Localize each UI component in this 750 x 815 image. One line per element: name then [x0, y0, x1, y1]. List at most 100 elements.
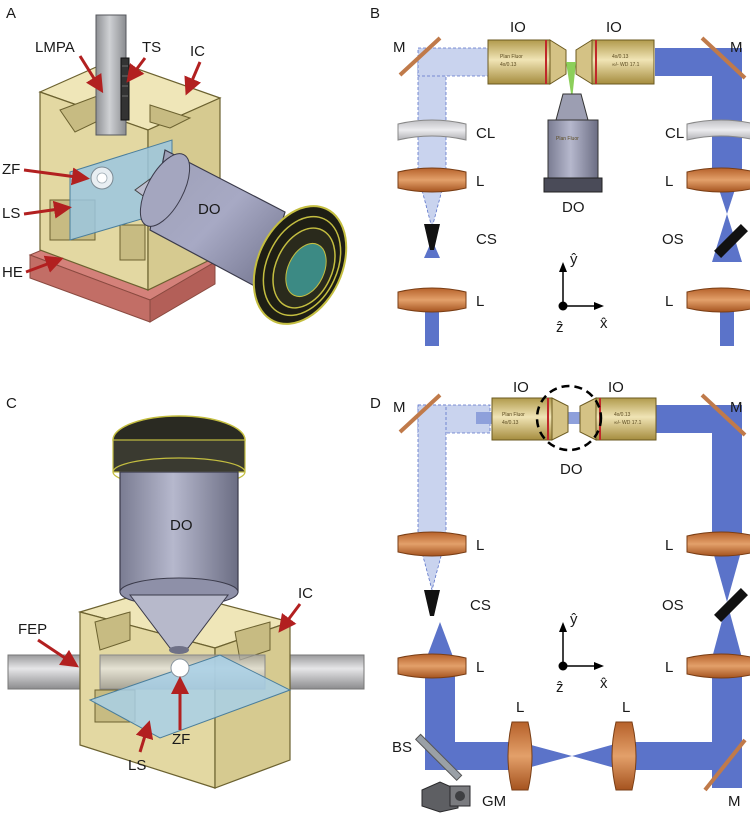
label-cl-right-b: CL	[665, 125, 684, 142]
label-io-left-d: IO	[513, 379, 529, 396]
label-l-right-bot-b: L	[665, 293, 673, 310]
cylindrical-lens-right-b	[686, 119, 750, 141]
closed-shutter-b	[424, 224, 440, 250]
svg-text:ŷ: ŷ	[570, 251, 578, 268]
label-bs: BS	[392, 739, 412, 756]
svg-text:x̂: x̂	[600, 675, 608, 692]
illumination-objective-right-d: 4x/0.13 ∞/- WD 17.1	[579, 397, 657, 441]
label-do-b: DO	[562, 199, 585, 216]
label-zf-c: ZF	[172, 731, 190, 748]
detection-path-b	[417, 47, 491, 346]
label-do-d: DO	[560, 461, 583, 478]
closed-shutter-d	[424, 590, 440, 616]
label-l-right-top-d: L	[665, 537, 673, 554]
svg-text:4x/0.13: 4x/0.13	[614, 412, 631, 418]
label-l-left-top-d: L	[476, 537, 484, 554]
label-ts: TS	[142, 39, 161, 56]
lens-bottom-right-d	[611, 721, 637, 791]
lens-bottom-left-d	[507, 721, 533, 791]
label-cl-left-b: CL	[476, 125, 495, 142]
open-shutter-d	[714, 588, 748, 622]
label-m-right-d: M	[730, 399, 743, 416]
lens-right-mid-d	[686, 653, 750, 679]
detection-objective-c	[112, 415, 246, 654]
svg-text:ẑ: ẑ	[556, 319, 564, 336]
panel-d-letter: D	[370, 395, 381, 412]
svg-text:ẑ: ẑ	[556, 679, 564, 696]
svg-text:Plan Fluor: Plan Fluor	[556, 136, 579, 142]
detection-objective-circle-d	[535, 384, 603, 452]
label-m-left-b: M	[393, 39, 406, 56]
detection-objective-b: Plan Fluor	[543, 93, 603, 193]
svg-text:Plan Fluor: Plan Fluor	[502, 412, 525, 418]
svg-text:Plan Fluor: Plan Fluor	[500, 54, 523, 60]
svg-text:x̂: x̂	[600, 315, 608, 332]
label-l-bot-left-d: L	[516, 699, 524, 716]
label-m-right-b: M	[730, 39, 743, 56]
label-fep: FEP	[18, 621, 47, 638]
mirror-right-d	[700, 393, 747, 437]
open-shutter-b	[714, 224, 748, 258]
mirror-right-b	[700, 36, 747, 80]
label-ic-c: IC	[298, 585, 313, 602]
mirror-bottom-d	[703, 738, 747, 792]
zebrafish-sample-c	[170, 658, 190, 678]
mirror-left-b	[398, 36, 442, 77]
svg-text:4x/0.13: 4x/0.13	[612, 54, 629, 60]
cylindrical-lens-left-b	[397, 119, 467, 141]
label-m-left-d: M	[393, 399, 406, 416]
panel-a-letter: A	[6, 5, 16, 22]
svg-text:4x/0.13: 4x/0.13	[502, 420, 519, 426]
svg-text:∞/- WD 17.1: ∞/- WD 17.1	[612, 62, 640, 68]
label-cs-d: CS	[470, 597, 491, 614]
label-io-right-b: IO	[606, 19, 622, 36]
illumination-objective-left-d: Plan Fluor 4x/0.13	[491, 397, 569, 441]
label-do-c: DO	[170, 517, 193, 534]
light-sheet-b	[566, 62, 576, 100]
lens-left-mid-d	[397, 653, 467, 679]
label-io-left-b: IO	[510, 19, 526, 36]
detection-objective	[134, 149, 348, 325]
label-io-right-d: IO	[608, 379, 624, 396]
galvo-mirror	[421, 781, 471, 813]
panel-b: B Plan Fluor 4x/0.13	[370, 5, 750, 346]
beam-splitter	[414, 733, 463, 782]
label-zf: ZF	[2, 161, 20, 178]
label-os-b: OS	[662, 231, 684, 248]
panel-b-letter: B	[370, 5, 380, 22]
label-lmpa: LMPA	[35, 39, 75, 56]
lens-right-bot-b	[686, 287, 750, 313]
temperature-sensor	[120, 57, 130, 121]
lens-right-top-d	[686, 531, 750, 557]
label-l-left-top-b: L	[476, 173, 484, 190]
label-ls-c: LS	[128, 757, 146, 774]
svg-text:∞/- WD 17.1: ∞/- WD 17.1	[614, 420, 642, 426]
axes-d: ŷ x̂ ẑ	[556, 611, 608, 696]
illumination-objective-right-b: 4x/0.13 ∞/- WD 17.1	[575, 39, 655, 85]
label-ic: IC	[190, 43, 205, 60]
panel-d: D Pla	[370, 379, 750, 813]
label-do-a: DO	[198, 201, 221, 218]
axes-b: ŷ x̂ ẑ	[556, 251, 608, 336]
lens-right-top-b	[686, 167, 750, 193]
lens-left-top-d	[397, 531, 467, 557]
panel-c: C DO IC FEP ZF L	[6, 395, 365, 789]
label-l-bot-right-d: L	[622, 699, 630, 716]
panel-c-letter: C	[6, 395, 17, 412]
label-he: HE	[2, 264, 23, 281]
label-ls: LS	[2, 205, 20, 222]
label-cs-b: CS	[476, 231, 497, 248]
label-gm: GM	[482, 793, 506, 810]
svg-text:4x/0.13: 4x/0.13	[500, 62, 517, 68]
label-l-left-bot-b: L	[476, 293, 484, 310]
lens-left-bot-b	[397, 287, 467, 313]
mirror-left-d	[398, 393, 442, 434]
panel-a: A	[2, 5, 348, 325]
illumination-objective-left-b: Plan Fluor 4x/0.13	[487, 39, 567, 85]
label-os-d: OS	[662, 597, 684, 614]
label-l-right-top-b: L	[665, 173, 673, 190]
label-l-right-mid-d: L	[665, 659, 673, 676]
label-l-left-mid-d: L	[476, 659, 484, 676]
label-m-bot-d: M	[728, 793, 741, 810]
